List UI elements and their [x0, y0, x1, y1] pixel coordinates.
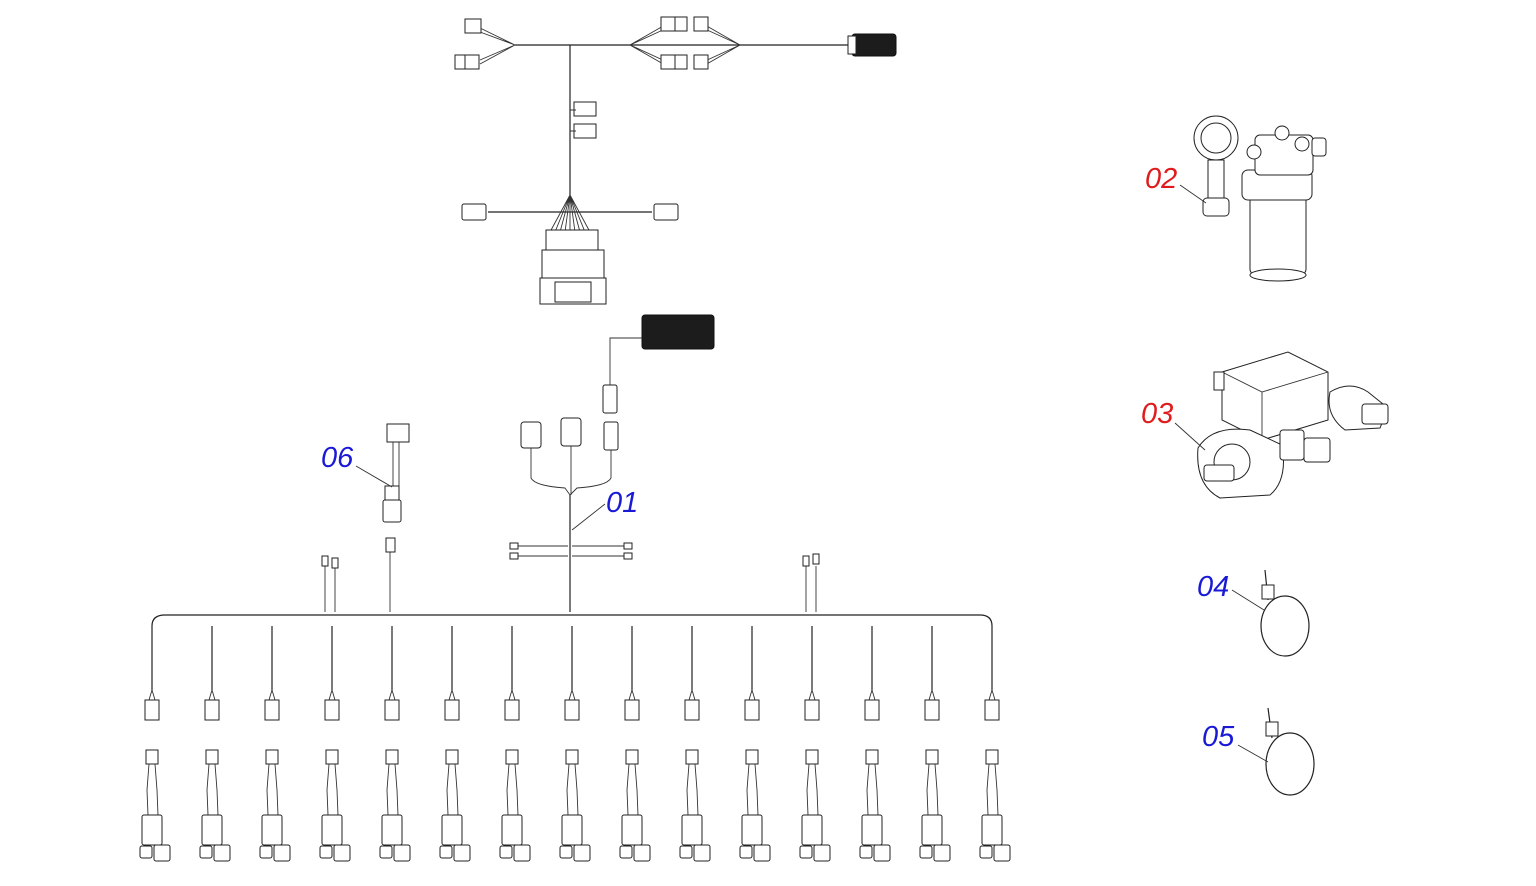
- callout-05: 05: [1202, 721, 1235, 753]
- branch-group: [139, 626, 1011, 862]
- sensor-branch: [859, 626, 891, 862]
- sensor-branch: [259, 626, 291, 862]
- pressure-filter-icon: [1193, 115, 1327, 282]
- cable-tie-icon: [1265, 707, 1315, 796]
- callout-04: 04: [1197, 571, 1229, 603]
- main-harness: [151, 417, 993, 627]
- sensor-branch: [799, 626, 831, 862]
- display-box: [602, 314, 715, 414]
- callout-leaders: [355, 184, 1269, 763]
- callout-03: 03: [1141, 398, 1173, 430]
- sensor-branch: [439, 626, 471, 862]
- sensor-branch: [199, 626, 231, 862]
- sensor-branch: [679, 626, 711, 862]
- sensor-branch: [499, 626, 531, 862]
- round-connector-icon: [847, 33, 897, 57]
- callout-01: 01: [606, 487, 638, 519]
- sensor-branch: [319, 626, 351, 862]
- callout-06: 06: [321, 442, 354, 474]
- sensor-branch: [619, 626, 651, 862]
- upper-harness: [454, 16, 897, 305]
- control-unit-icon: [539, 229, 607, 305]
- cable-tie-icon: [1260, 569, 1310, 657]
- adapter-cable: [382, 423, 410, 523]
- callout-02: 02: [1145, 163, 1177, 195]
- sensor-branch: [739, 626, 771, 862]
- sensor-branch: [559, 626, 591, 862]
- sensor-branch: [919, 626, 951, 862]
- sensor-branch: [979, 626, 1011, 862]
- sensor-branch: [379, 626, 411, 862]
- sensor-branch: [139, 626, 171, 862]
- hydraulic-valve-icon: [1197, 351, 1389, 499]
